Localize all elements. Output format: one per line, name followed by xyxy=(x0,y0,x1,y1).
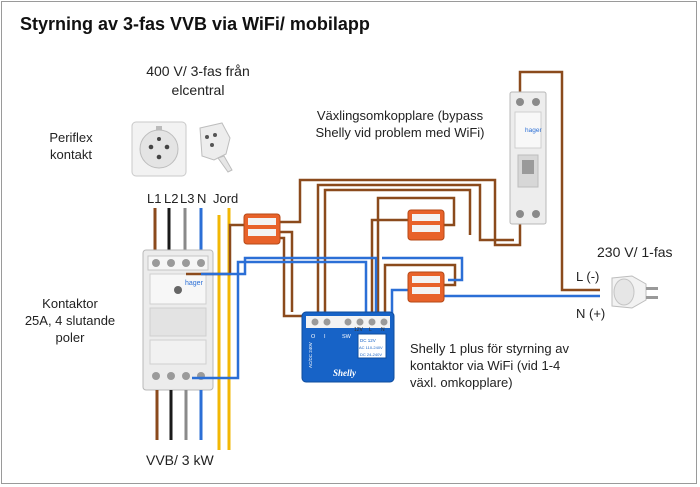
load-wires xyxy=(155,390,203,440)
contactor-label: Kontaktor 25A, 4 slutande poler xyxy=(24,296,116,345)
shelly-terminal-sw: SW xyxy=(342,334,352,340)
bypass-label: Växlingsomkopplare (bypass Shelly vid pr… xyxy=(315,108,485,140)
wago-connector-3 xyxy=(407,271,445,303)
shelly-dc2: DC 24-240V xyxy=(360,352,382,357)
switch-brand: hager xyxy=(525,127,542,134)
phase-label-jord: Jord xyxy=(213,191,239,206)
plug-image xyxy=(199,122,233,173)
phase-label-l1: L1 xyxy=(147,191,162,206)
phase-label-l3: L3 xyxy=(180,191,195,206)
shelly-terminal-n: N xyxy=(381,327,385,333)
shelly-terminal-o: O xyxy=(311,334,316,340)
wago-connector-2 xyxy=(407,209,445,241)
shelly-dc1: DC 12V xyxy=(360,338,376,343)
l-minus-label: L (-) xyxy=(576,269,600,284)
bypass-switch-device xyxy=(509,91,547,225)
shelly-side-rating: AC/DC 240V xyxy=(308,342,313,368)
single-phase-label: 230 V/ 1-fas xyxy=(597,244,673,260)
periflex-label: Periflex kontakt xyxy=(49,130,93,162)
shelly-brand: Shelly xyxy=(333,368,357,378)
contactor-device xyxy=(142,249,214,391)
phase-label-l2: L2 xyxy=(164,191,179,206)
wago-connector-1 xyxy=(243,213,281,245)
shelly-terminal-l: L xyxy=(369,327,372,333)
phase-label-n: N xyxy=(197,191,207,206)
n-plus-label: N (+) xyxy=(576,306,606,321)
shelly-terminal-12v: 12V xyxy=(354,327,364,333)
shelly-device xyxy=(301,311,395,383)
contactor-brand: hager xyxy=(185,280,204,287)
socket-image xyxy=(131,121,187,177)
single-phase-plug-image xyxy=(611,275,658,309)
shelly-label: Shelly 1 plus för styrning av kontaktor … xyxy=(410,341,569,390)
control-wires-blue xyxy=(192,256,600,380)
load-label: VVB/ 3 kW xyxy=(146,452,214,468)
supply-label: 400 V/ 3-fas från elcentral xyxy=(146,63,250,98)
shelly-terminal-i: I xyxy=(324,334,326,340)
shelly-ac: AC 110-240V xyxy=(359,345,383,350)
page-title: Styrning av 3-fas VVB via WiFi/ mobilapp xyxy=(20,14,370,34)
